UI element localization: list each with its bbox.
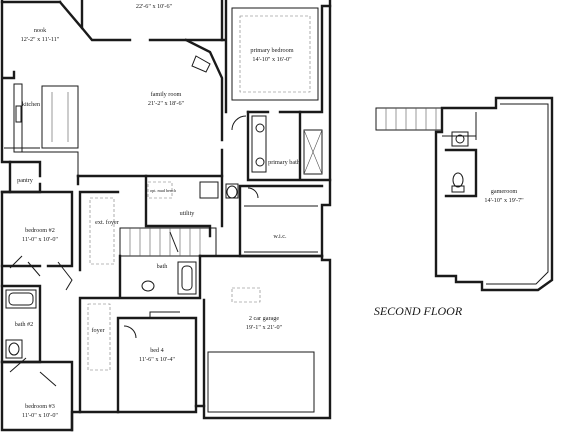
garage-dims: 19'-1" x 21'-0" bbox=[246, 324, 283, 331]
garage-name: 2 car garage bbox=[249, 315, 279, 322]
pantry-name: pantry bbox=[17, 177, 34, 184]
bed4-dims: 11'-6" x 10'-4" bbox=[139, 356, 175, 363]
bed4-walls bbox=[116, 316, 198, 414]
ext-foyer-name: ext. foyer bbox=[95, 219, 119, 226]
exterior-walls bbox=[0, 0, 332, 432]
primary-bedroom-walls bbox=[220, 0, 332, 114]
bedroom3-walls bbox=[0, 360, 74, 432]
wic-name: w.i.c. bbox=[273, 233, 287, 240]
garage-walls bbox=[198, 254, 324, 408]
gameroom-walls bbox=[434, 96, 554, 292]
wic-walls bbox=[238, 184, 324, 258]
bedroom2-name: bedroom #2 bbox=[25, 227, 55, 234]
second-floor-title: SECOND FLOOR bbox=[374, 304, 463, 318]
bathtub bbox=[177, 261, 197, 295]
second-floor-plan bbox=[375, 96, 554, 292]
top-room-dims: 22'-6" x 10'-6" bbox=[136, 3, 173, 10]
kitchen-island bbox=[41, 85, 79, 149]
bath2-tub bbox=[5, 289, 37, 309]
kitchen-sink bbox=[15, 105, 22, 123]
bed4-name: bed 4 bbox=[150, 347, 164, 354]
kitchen-name: kitchen bbox=[22, 101, 40, 108]
shower bbox=[303, 129, 323, 175]
ext-foyer-walls bbox=[78, 190, 120, 272]
garage-door bbox=[207, 351, 315, 413]
bedroom2-walls bbox=[0, 190, 74, 268]
bath2-name: bath #2 bbox=[15, 321, 33, 328]
gameroom-dims: 14'-10" x 19'-7" bbox=[484, 197, 524, 204]
family-room-walls bbox=[76, 38, 224, 178]
nook-wall bbox=[0, 0, 84, 30]
staircase bbox=[119, 227, 217, 257]
family-room-dims: 21'-2" x 18'-6" bbox=[148, 100, 185, 107]
family-room-name: family room bbox=[151, 91, 182, 98]
primary-bedroom-name: primary bedroom bbox=[250, 47, 293, 54]
nook-name: nook bbox=[34, 27, 47, 34]
bedroom3-name: bedroom #3 bbox=[25, 403, 55, 410]
gameroom-name: gameroom bbox=[491, 188, 518, 195]
mud-bench-name: opt. mud bench bbox=[150, 188, 177, 193]
utility-name: utility bbox=[180, 210, 196, 217]
primary-bedroom-dims: 14'-10" x 16'-0" bbox=[252, 56, 292, 63]
bedroom2-dims: 11'-0" x 10'-0" bbox=[22, 236, 58, 243]
foyer-walls bbox=[78, 296, 120, 414]
bedroom3-dims: 11'-0" x 10'-0" bbox=[22, 412, 58, 419]
utility-walls bbox=[76, 174, 224, 238]
bath-name: bath bbox=[157, 263, 169, 270]
foyer-name: foyer bbox=[91, 327, 104, 334]
room-labels: 22'-6" x 10'-6" nook 12'-2" x 11'-11" ki… bbox=[15, 3, 524, 419]
first-floor-plan bbox=[0, 0, 332, 432]
primary-bath-walls bbox=[246, 110, 332, 182]
second-floor-stairs bbox=[375, 107, 443, 131]
mud-bench bbox=[147, 181, 173, 199]
primary-bath-name: primary bath bbox=[268, 159, 301, 166]
nook-dims: 12'-2" x 11'-11" bbox=[21, 36, 60, 43]
vanity bbox=[251, 115, 267, 173]
bath-walls bbox=[118, 254, 202, 300]
